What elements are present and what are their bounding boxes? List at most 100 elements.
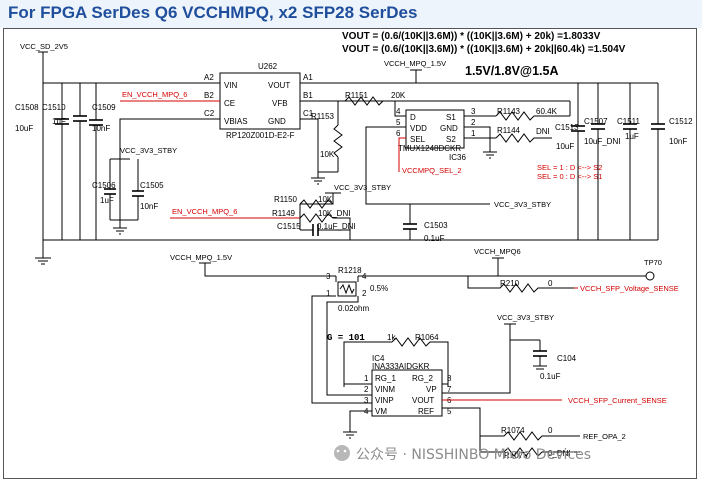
net-vcc-sd-2v5: VCC_SD_2V5 xyxy=(20,42,68,51)
c1509-ref: C1509 xyxy=(92,103,116,112)
r1153-ref: R1153 xyxy=(311,112,335,121)
r1153-value: 10K xyxy=(320,150,335,159)
testpoint-tp70 xyxy=(645,271,655,281)
r1149-value: 10K_DNI xyxy=(318,209,350,218)
ic4-pin-5: 5 xyxy=(447,407,452,416)
r1150-value: 10K xyxy=(318,195,333,204)
cap-c1509 xyxy=(89,83,103,240)
net-vcc-3v3-2: VCC_3V3_STBY xyxy=(334,183,391,192)
ic4-pin-vout: VOUT xyxy=(412,396,434,405)
ic4-pin-vinp: VINP xyxy=(375,396,394,405)
r1151-ref: R1151 xyxy=(345,91,369,100)
c104-value: 0.1uF xyxy=(540,372,561,381)
c1503-value: 0.1uF xyxy=(424,234,445,243)
ic4-pin-rg1: RG_1 xyxy=(375,374,396,383)
sel-note-1: SEL = 1 : D <--> S2 xyxy=(537,163,602,172)
cap-c1510 xyxy=(73,83,87,240)
c1515-value: 0.1uF_DNI xyxy=(317,222,356,231)
r1218-pin-1: 1 xyxy=(326,289,331,298)
c1508-value: 10uF xyxy=(15,124,33,133)
ic4-pin-8: 8 xyxy=(447,374,452,383)
ground-symbol-mux xyxy=(483,151,497,159)
ic36-pin-s2: S2 xyxy=(446,135,456,144)
ic36-ref: IC36 xyxy=(449,153,466,162)
wire-vbias xyxy=(119,118,220,228)
r1075-value: 0_DNI xyxy=(548,449,571,458)
c1509-value: 10nF xyxy=(92,124,110,133)
c1513-ref: C1513 xyxy=(555,123,579,132)
resistor-r1074 xyxy=(480,431,580,441)
ic36-pin-6: 6 xyxy=(396,129,401,138)
c1505-ref: C1505 xyxy=(140,181,164,190)
ic36-part: TMUX1248DCKR xyxy=(398,144,461,153)
r1218-pin-2: 2 xyxy=(362,289,367,298)
u262-pin-c1: C1 xyxy=(303,109,314,118)
ground-symbol-bias xyxy=(113,227,127,235)
ic36-pin-s1: S1 xyxy=(446,113,456,122)
u262-pin-b2: B2 xyxy=(204,91,214,100)
u262-pin-vin: VIN xyxy=(224,81,238,90)
wire-vinp xyxy=(311,295,350,404)
ground-symbol-u262 xyxy=(311,177,325,185)
c1505-value: 10nF xyxy=(140,202,158,211)
cap-c1506 xyxy=(104,159,116,220)
wire-rg1 xyxy=(343,341,392,387)
wire-vp xyxy=(442,340,511,394)
page-title: For FPGA SerDes Q6 VCCHMPQ, x2 SFP28 Ser… xyxy=(8,3,418,22)
r1074-value: 0 xyxy=(548,426,553,435)
r1143-ref: R1143 xyxy=(497,107,521,116)
ic4-ref: IC4 xyxy=(372,354,385,363)
c1506-ref: C1506 xyxy=(92,181,116,190)
r1218-ref: R1218 xyxy=(338,266,362,275)
r1075-ref: R1075 xyxy=(504,451,528,460)
cap-c1503 xyxy=(403,204,417,240)
net-vcc-3v3-4: VCC_3V3_STBY xyxy=(497,313,554,322)
ic36-pin-1: 1 xyxy=(471,129,476,138)
resistor-r1144 xyxy=(495,133,552,143)
c1506-value: 1uF xyxy=(100,196,114,205)
power-flag-vcc-sd xyxy=(38,51,48,240)
gain-note: G = 101 xyxy=(327,333,365,343)
u262-pin-b1: B1 xyxy=(303,91,313,100)
ic36-body xyxy=(405,109,465,149)
ic36-pin-3: 3 xyxy=(471,107,476,116)
c1510-value: 1uF xyxy=(52,117,66,126)
resistor-r1075 xyxy=(479,436,580,457)
wire-vcch-in xyxy=(204,263,336,277)
r1218-tolerance: 0.5% xyxy=(370,284,388,293)
r1218-pin-3: 3 xyxy=(326,272,331,281)
r1149-ref: R1149 xyxy=(272,209,296,218)
u262-pin-ce: CE xyxy=(224,99,235,108)
r1218-pin-4: 4 xyxy=(362,272,367,281)
cap-c1508 xyxy=(55,83,69,240)
output-rating: 1.5V/1.8V@1.5A xyxy=(465,64,559,78)
cap-c1511 xyxy=(623,83,637,240)
r1074-ref: R1074 xyxy=(501,426,525,435)
resistor-r1218 xyxy=(337,281,357,297)
ic36-pin-sel: SEL xyxy=(410,135,426,144)
c1511-value: 1uF xyxy=(625,132,639,141)
c1512-ref: C1512 xyxy=(669,117,693,126)
c1507-value: 10uF_DNI xyxy=(584,137,620,146)
title-bar: For FPGA SerDes Q6 VCCHMPQ, x2 SFP28 Ser… xyxy=(0,0,702,28)
ic4-pin-rg2: RG_2 xyxy=(412,374,433,383)
net-en-vcch-1: EN_VCCH_MPQ_6 xyxy=(122,90,187,99)
net-vcch-mpq-top: VCCH_MPQ_1.5V xyxy=(384,59,446,68)
resistor-r1143 xyxy=(495,111,570,121)
wire-ina-ref xyxy=(442,407,481,436)
r210-value: 0 xyxy=(548,279,553,288)
r1144-ref: R1144 xyxy=(497,126,521,135)
ic36-pin-5: 5 xyxy=(396,118,401,127)
r1151-value: 20K xyxy=(391,91,406,100)
cap-c1507 xyxy=(591,83,605,240)
ic4-pin-1: 1 xyxy=(364,374,369,383)
net-sense-voltage: VCCH_SFP_Voltage_SENSE xyxy=(580,284,679,293)
net-vccmpq-sel: VCCMPQ_SEL_2 xyxy=(402,166,462,175)
ic4-pin-ref: REF xyxy=(418,407,434,416)
wire-vm-gnd xyxy=(349,410,372,432)
cap-c104 xyxy=(533,340,547,370)
net-vcc-3v3-1: VCC_3V3_STBY xyxy=(120,146,177,155)
resistor-r1064 xyxy=(391,337,449,387)
net-ref-opa: REF_OPA_2 xyxy=(583,432,626,441)
ic36-pin-gnd: GND xyxy=(440,124,458,133)
